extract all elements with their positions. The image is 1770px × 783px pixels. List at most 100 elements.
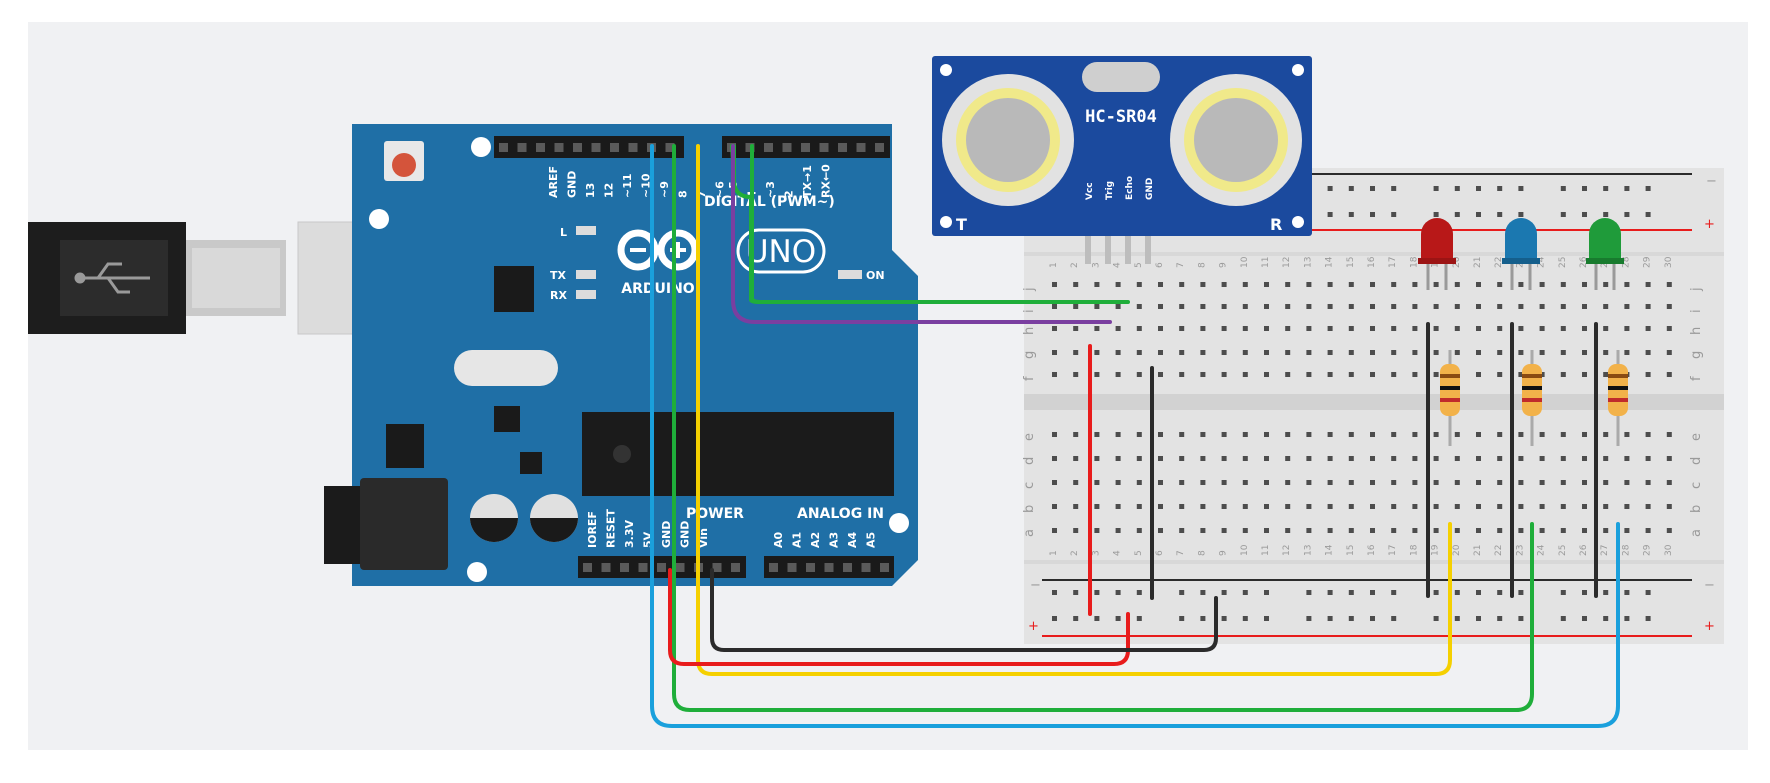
column-number: 10 [1240,544,1250,556]
breadboard-hole [1094,504,1100,509]
breadboard-hole [1200,528,1206,533]
breadboard-hole [1560,456,1566,461]
breadboard-hole [1136,372,1142,377]
breadboard-hole [1412,528,1418,533]
column-number: 2 [1070,262,1080,268]
pin-label: RX←0 [820,164,833,198]
breadboard-hole [1370,590,1375,595]
usb-symbol-icon [74,262,150,294]
breadboard-hole [1497,186,1503,191]
breadboard-hole [1306,528,1312,533]
row-letter: a [1689,529,1704,537]
breadboard-hole [1560,304,1566,309]
wire-black-gnd [710,568,1218,652]
breadboard-hole [1264,326,1269,331]
breadboard-hole [1603,432,1609,437]
power-header-label: POWER [686,506,744,522]
breadboard-hole [1306,432,1312,437]
column-number: 30 [1664,256,1674,268]
analog-header-label: ANALOG IN [797,506,884,522]
breadboard-hole [1539,528,1545,533]
breadboard-hole [1370,304,1375,309]
header-hole [861,563,871,572]
breadboard-hole [1052,616,1057,621]
breadboard-hole [1264,304,1269,309]
breadboard-hole [1242,528,1248,533]
breadboard-hole [1306,304,1312,309]
sensor-pins [1085,236,1151,264]
breadboard-hole [1666,480,1672,485]
breadboard-hole [1370,350,1375,355]
breadboard-hole [1603,590,1609,595]
header-hole [764,143,773,152]
breadboard-hole [1645,616,1651,621]
breadboard-hole [1348,616,1354,621]
column-number: 6 [1155,550,1165,556]
pin-label: A3 [828,532,841,548]
breadboard-hole [1412,350,1418,355]
column-number: 28 [1621,544,1631,556]
tx-led-label: TX [550,269,567,282]
breadboard-hole [1454,480,1460,485]
column-number: 7 [1176,262,1186,268]
header-hole [675,563,685,572]
breadboard-hole [1433,456,1439,461]
breadboard-hole [1348,212,1354,217]
breadboard-hole [1370,528,1375,533]
breadboard-hole [1306,616,1312,621]
breadboard-hole [1666,456,1672,461]
sensor-crystal [1082,62,1160,92]
breadboard-hole [1603,350,1609,355]
pin-label: GND [566,171,579,198]
column-number: 5 [1134,550,1144,556]
column-number: 23 [1515,545,1525,556]
resistor-1 [1440,350,1460,446]
header-hole [801,143,810,152]
breadboard-hole [1582,372,1587,377]
column-number: 7 [1176,550,1186,556]
breadboard-hole [1582,282,1587,287]
breadboard-hole [1179,282,1185,287]
breadboard-hole [1115,456,1121,461]
breadboard-hole [1115,504,1121,509]
header-hole [583,563,592,572]
column-number: 19 [1431,544,1441,556]
breadboard-hole [1624,504,1630,509]
column-number: 22 [1494,257,1504,268]
breadboard-hole [1476,282,1481,287]
breadboard-hole [1624,432,1630,437]
breadboard-hole [1179,326,1185,331]
breadboard-hole [1348,528,1354,533]
pin-label: TX→1 [801,165,814,198]
breadboard-hole [1200,282,1206,287]
breadboard-hole [1476,372,1481,377]
breadboard-hole [1158,372,1163,377]
breadboard-hole [1073,304,1079,309]
breadboard-hole [1412,282,1418,287]
breadboard-hole [1285,282,1291,287]
breadboard-hole [1073,480,1079,485]
column-number: 6 [1155,262,1165,268]
wire-red-5v [668,568,1130,666]
transducer-t-icon [942,74,1074,206]
breadboard-hole [1052,590,1057,595]
pin-label: ~3 [764,181,777,198]
breadboard-hole [1560,326,1566,331]
breadboard-hole [1115,616,1121,621]
column-number: 24 [1537,256,1547,268]
breadboard-hole [1136,616,1142,621]
breadboard-hole [1221,432,1227,437]
breadboard-hole [1158,528,1163,533]
breadboard-hole [1306,350,1312,355]
breadboard-hole [1094,372,1100,377]
breadboard-hole [1391,590,1397,595]
breadboard-hole [1476,590,1481,595]
atmega-chip [582,412,894,496]
breadboard-hole [1539,480,1545,485]
breadboard-hole [1370,456,1375,461]
breadboard-hole [1200,372,1206,377]
header-hole [536,143,545,152]
breadboard-hole [1327,616,1333,621]
sensor-model: HC-SR04 [1085,107,1157,127]
column-number: 29 [1643,256,1653,268]
